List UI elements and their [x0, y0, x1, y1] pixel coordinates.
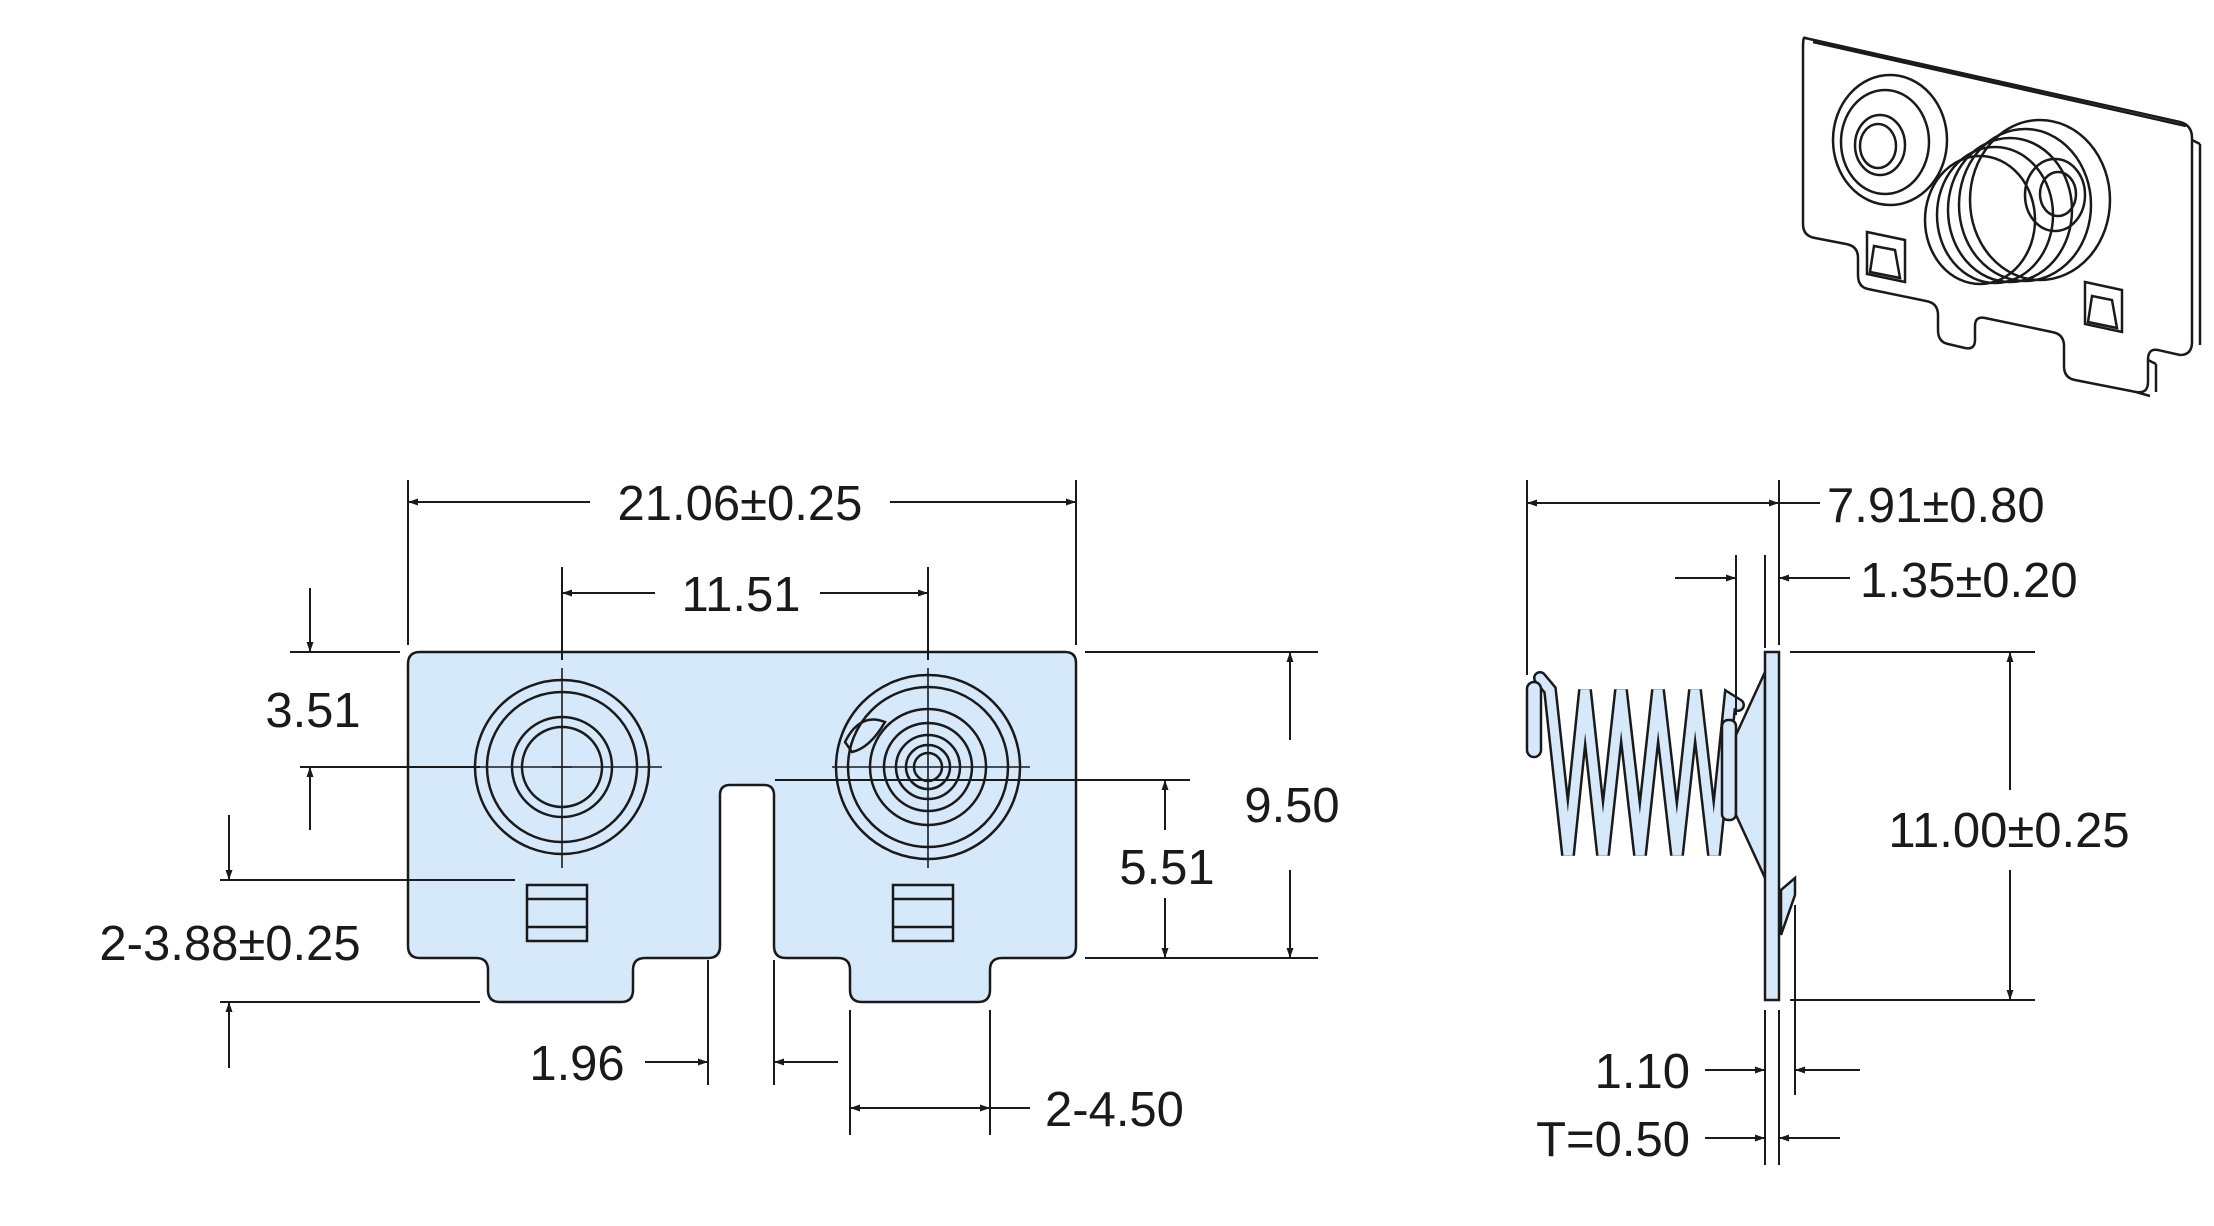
dim-plate-height: 11.00±0.25	[1888, 804, 2129, 858]
dim-tab-width: 2-4.50	[1045, 1083, 1184, 1137]
side-plate	[1763, 650, 1781, 1002]
dim-tab-offset: 1.10	[1595, 1045, 1690, 1099]
dim-tab-height: 2-3.88±0.25	[99, 917, 360, 971]
right-square-tab	[891, 883, 955, 943]
button-contact	[462, 668, 662, 868]
isometric-view	[1801, 36, 2202, 398]
side-spring	[1525, 671, 1767, 879]
left-square-tab	[525, 883, 589, 943]
dim-top-to-center: 3.51	[265, 684, 360, 738]
dim-contact-pitch: 11.51	[682, 568, 801, 622]
dim-overall-height: 9.50	[1244, 779, 1339, 833]
iso-plate	[1801, 36, 2194, 394]
dim-slot-width: 1.96	[529, 1037, 624, 1091]
front-plate	[406, 650, 1078, 1004]
dim-spring-length: 7.91±0.80	[1827, 479, 2045, 533]
dim-center-to-bottom: 5.51	[1119, 841, 1214, 895]
dim-plate-offset: 1.35±0.20	[1860, 554, 2078, 608]
dim-thickness: T=0.50	[1536, 1113, 1690, 1167]
dim-overall-width: 21.06±0.25	[618, 477, 863, 531]
front-view: 21.06±0.25 11.51 3.51 2-3.88±0.25 9.50 5…	[99, 477, 1339, 1137]
side-view: 7.91±0.80 1.35±0.20 11.00±0.25 1.10 T=0.…	[1525, 479, 2130, 1167]
